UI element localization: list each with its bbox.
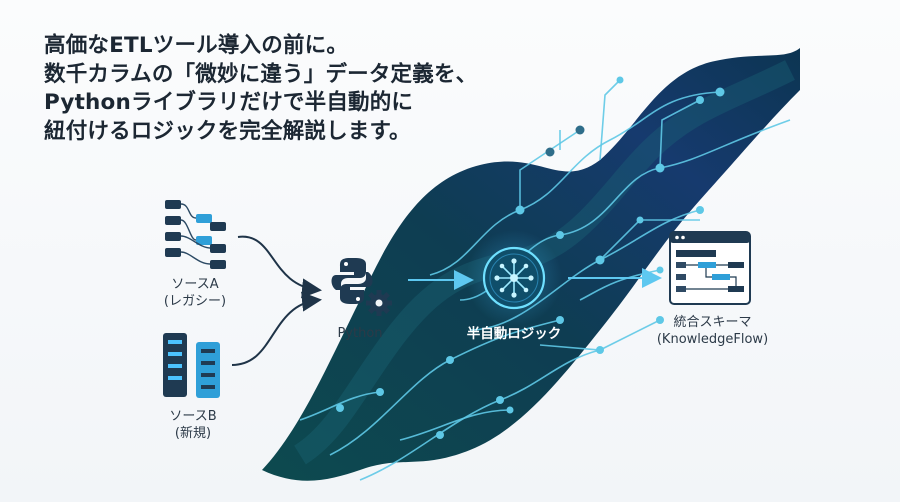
logic-hub-icon <box>482 246 546 310</box>
logic-label: 半自動ロジック <box>466 326 562 342</box>
page-headline: 高価なETLツール導入の前に。 数千カラムの「微妙に違う」データ定義を、 Pyt… <box>44 32 564 146</box>
python-icon <box>331 258 373 304</box>
source-a-name: ソースA <box>171 277 219 292</box>
headline-line-3: Pythonライブラリだけで半自動的に <box>44 90 414 115</box>
circuit-nodes <box>336 76 725 439</box>
python-label: Python <box>337 326 383 341</box>
schema-window-icon <box>669 231 751 305</box>
schema-label: 統合スキーマ (KnowledgeFlow) <box>645 314 780 348</box>
source-b-name: ソースB <box>169 409 217 424</box>
headline-line-4: 紐付けるロジックを完全解説します。 <box>44 118 411 144</box>
arrow-source-a-to-python <box>237 235 322 299</box>
headline-line-2: 数千カラムの「微妙に違う」データ定義を、 <box>44 61 478 87</box>
source-b-icon <box>163 333 220 398</box>
source-a-note: (レガシー) <box>163 294 227 309</box>
arrow-source-b-to-python <box>231 291 322 366</box>
source-a-icon <box>165 200 226 269</box>
gear-icon <box>366 290 392 316</box>
source-a-label: ソースA (レガシー) <box>150 276 240 310</box>
headline-line-1: 高価なETLツール導入の前に。 <box>44 33 349 58</box>
source-b-label: ソースB (新規) <box>148 408 238 442</box>
source-b-note: (新規) <box>174 426 212 441</box>
schema-note: (KnowledgeFlow) <box>656 332 769 347</box>
schema-name: 統合スキーマ <box>673 315 752 330</box>
